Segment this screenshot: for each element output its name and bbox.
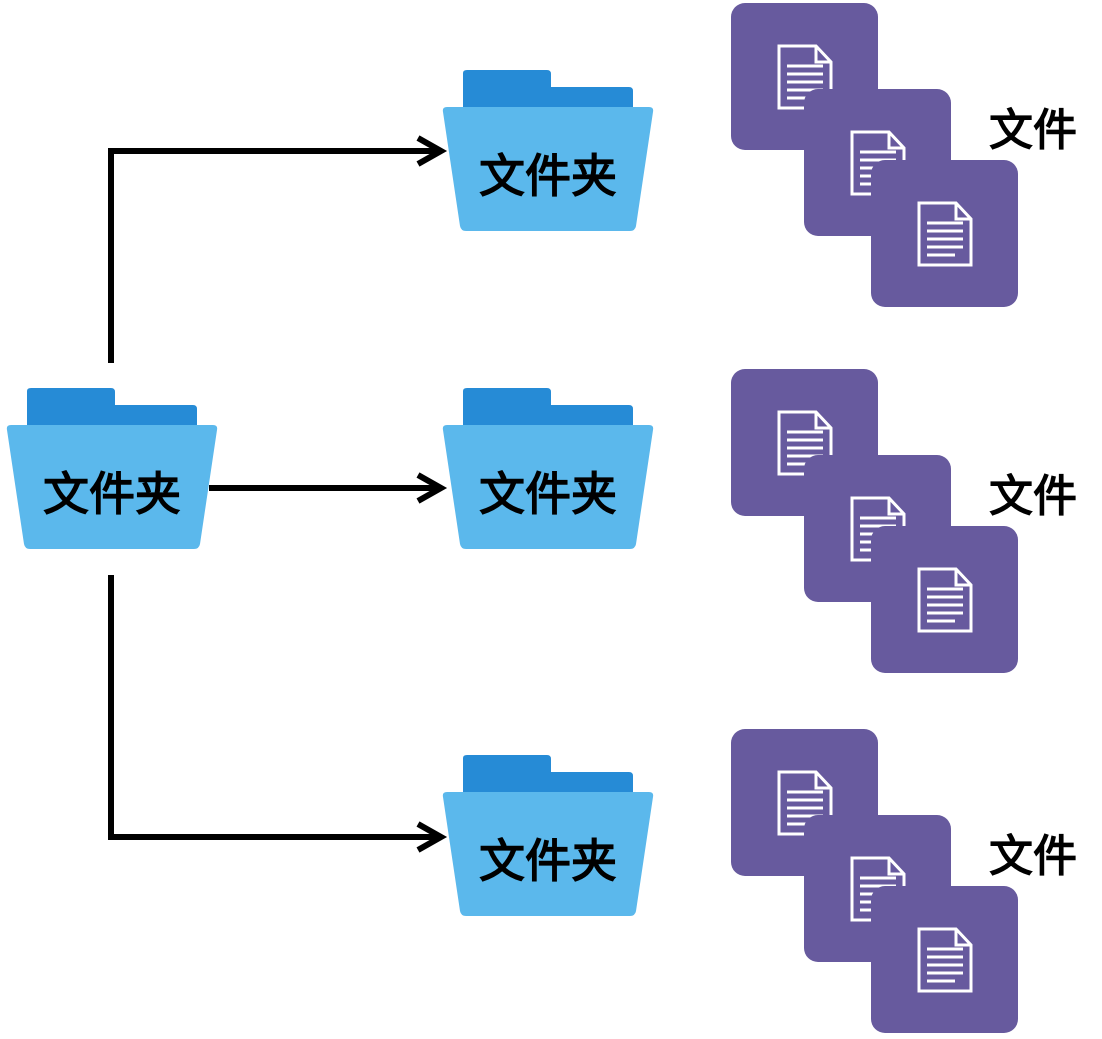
files-label: 文件 <box>989 831 1077 882</box>
document-icon <box>777 410 833 476</box>
connector-top <box>108 148 440 363</box>
child-folder[interactable]: 文件夹 <box>442 70 654 231</box>
branch-3: 文件夹 <box>442 729 1077 1033</box>
document-icon <box>777 44 833 110</box>
root-folder[interactable]: 文件夹 <box>6 388 218 549</box>
branch-2: 文件夹 <box>442 369 1077 673</box>
file-stack[interactable] <box>731 3 1018 307</box>
file-stack[interactable] <box>731 729 1018 1033</box>
child-folder[interactable]: 文件夹 <box>442 755 654 916</box>
arrowhead-middle <box>416 472 448 504</box>
document-icon <box>917 201 973 267</box>
file-stack[interactable] <box>731 369 1018 673</box>
document-icon <box>917 927 973 993</box>
file-card <box>871 526 1018 673</box>
folder-icon <box>442 70 654 231</box>
child-folder[interactable]: 文件夹 <box>442 388 654 549</box>
branch-1: 文件夹 <box>442 3 1077 307</box>
connector-bottom <box>108 575 440 840</box>
folder-label: 文件夹 <box>479 467 617 521</box>
folder-label: 文件夹 <box>479 149 617 203</box>
arrowhead-top <box>416 135 448 167</box>
document-icon <box>917 567 973 633</box>
file-card <box>871 160 1018 307</box>
file-card <box>871 886 1018 1033</box>
folder-front <box>442 792 654 916</box>
folder-front <box>6 425 218 549</box>
folder-icon <box>6 388 218 549</box>
connectors <box>108 135 448 853</box>
folder-front <box>442 425 654 549</box>
files-label: 文件 <box>989 471 1077 522</box>
files-label: 文件 <box>989 105 1077 156</box>
document-icon <box>777 770 833 836</box>
folder-front <box>442 107 654 231</box>
arrowhead-bottom <box>416 821 448 853</box>
folder-label: 文件夹 <box>43 467 181 521</box>
folder-icon <box>442 755 654 916</box>
folder-label: 文件夹 <box>479 834 617 888</box>
folder-icon <box>442 388 654 549</box>
